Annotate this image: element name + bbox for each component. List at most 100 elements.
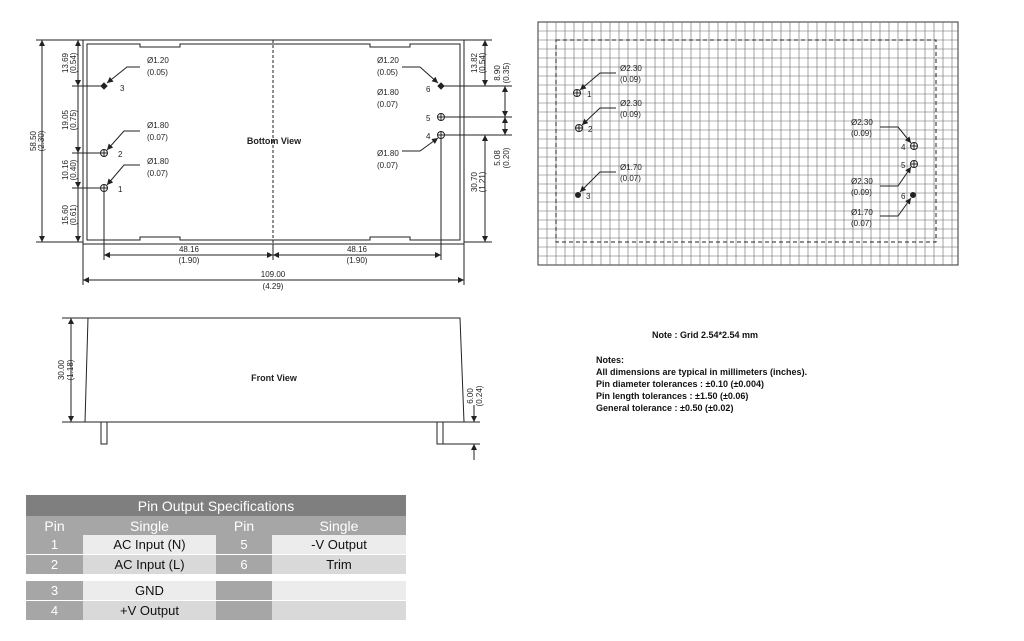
pin-1-number: 1 <box>118 185 123 194</box>
pin-5-diameter-in: (0.07) <box>377 100 398 109</box>
grid-pin-3-diameter-in: (0.07) <box>620 174 641 183</box>
notes-line: All dimensions are typical in millimeter… <box>596 367 808 377</box>
grid-view-labels: 1 Ø2.30 (0.09) 2 Ø2.30 (0.09) 3 Ø1.70 (0… <box>586 64 906 228</box>
pin-6-diameter-in: (0.05) <box>377 68 398 77</box>
grid-pin-6-number: 6 <box>901 192 906 201</box>
table-cell <box>272 580 406 601</box>
front-pin-left <box>100 421 108 445</box>
front-pin-length-in: (0.24) <box>475 385 484 406</box>
notes-block: Notes: All dimensions are typical in mil… <box>596 354 807 414</box>
pin-4-diameter-in: (0.07) <box>377 161 398 170</box>
dim-left-mid-in: (0.75) <box>69 109 78 130</box>
table-header: Single <box>83 516 216 535</box>
grid-pin-5-mark <box>910 160 918 168</box>
table-row: 4 +V Output <box>26 600 406 621</box>
table-cell: -V Output <box>272 535 406 555</box>
grid-note: Note : Grid 2.54*2.54 mm <box>652 330 759 340</box>
pin-1-diameter: Ø1.80 <box>147 157 169 166</box>
dim-total-width-in: (4.29) <box>263 282 284 291</box>
dim-total-width: 109.00 <box>261 270 286 279</box>
dim-right-89: 8.90 <box>493 65 502 81</box>
bottom-view <box>36 39 512 285</box>
table-cell: 3 <box>26 580 83 601</box>
pin-6-mark <box>437 82 445 90</box>
table-cell: +V Output <box>83 600 216 621</box>
grid-pin-1-diameter-in: (0.09) <box>620 75 641 84</box>
table-header: Single <box>272 516 406 535</box>
dim-right-508-in: (0.20) <box>502 147 511 168</box>
table-title: Pin Output Specifications <box>26 495 406 516</box>
dim-left-bot-in: (0.61) <box>69 204 78 225</box>
dim-bot-left-in: (1.90) <box>179 256 200 265</box>
grid-pin-1-diameter: Ø2.30 <box>620 64 642 73</box>
pin-6-number: 6 <box>426 85 431 94</box>
dim-left-top: 13.69 <box>61 52 70 73</box>
table-row: 1 AC Input (N) 5 -V Output <box>26 535 406 555</box>
pin-3-mark <box>100 82 108 90</box>
pin-3-number: 3 <box>120 84 125 93</box>
grid-pin-5-number: 5 <box>901 161 906 170</box>
front-view-title: Front View <box>251 373 298 383</box>
table-row: 2 AC Input (L) 6 Trim <box>26 554 406 575</box>
front-height-in: (1.18) <box>66 359 75 380</box>
front-view-outline <box>84 317 465 423</box>
pin-output-table: Pin Output Specifications Pin Single Pin… <box>26 495 406 621</box>
table-cell: AC Input (N) <box>83 535 216 555</box>
grid-pin-1-number: 1 <box>587 90 592 99</box>
grid-pin-5-diameter: Ø2.30 <box>851 177 873 186</box>
dim-right-top: 13.82 <box>470 52 479 73</box>
table-cell: 1 <box>26 535 83 555</box>
grid-pin-6-mark <box>910 192 916 198</box>
table-cell <box>216 600 272 621</box>
bottom-view-inner-outline <box>86 43 461 241</box>
dim-bot-left: 48.16 <box>179 245 200 254</box>
grid-pin-5-diameter-in: (0.09) <box>851 188 872 197</box>
dim-bot-right-in: (1.90) <box>347 256 368 265</box>
table-cell: Trim <box>272 554 406 575</box>
pin-1-mark <box>100 184 108 192</box>
grid-lines <box>538 22 958 265</box>
front-height: 30.00 <box>57 359 66 380</box>
grid-frame <box>537 21 959 266</box>
notes-title: Notes: <box>596 355 625 365</box>
table-header: Pin <box>26 516 83 535</box>
table-cell: GND <box>83 580 216 601</box>
grid-module-outline <box>555 39 937 243</box>
dim-right-3070: 30.70 <box>470 171 479 192</box>
pin-4-diameter: Ø1.80 <box>377 149 399 158</box>
dim-left-mid: 19.05 <box>61 109 70 130</box>
dim-right-3070-in: (1.21) <box>478 171 487 192</box>
pin-5-mark <box>437 113 445 121</box>
front-pin-right <box>436 421 444 445</box>
pin-2-diameter-in: (0.07) <box>147 133 168 142</box>
dim-left-total: 58.50 <box>29 130 38 151</box>
table-row: 3 GND <box>26 580 406 601</box>
dim-left-bot: 15.60 <box>61 204 70 225</box>
pin-2-diameter: Ø1.80 <box>147 121 169 130</box>
pin-5-diameter: Ø1.80 <box>377 88 399 97</box>
grid-pin-2-diameter-in: (0.09) <box>620 110 641 119</box>
pin-4-number: 4 <box>426 132 431 141</box>
grid-pin-4-number: 4 <box>901 143 906 152</box>
grid-pin-3-mark <box>575 192 581 198</box>
front-view <box>62 317 480 460</box>
grid-pin-4-diameter: Ø2.30 <box>851 118 873 127</box>
table-cell <box>216 580 272 601</box>
dim-right-top-in: (0.54) <box>478 52 487 73</box>
pin-5-number: 5 <box>426 114 431 123</box>
front-view-labels: Front View 30.00 (1.18) 6.00 (0.24) <box>57 359 484 406</box>
dim-left-total-in: (2.30) <box>37 130 46 151</box>
dim-left-low-in: (0.40) <box>69 159 78 180</box>
dim-left-low: 10.16 <box>61 159 70 180</box>
grid-pin-6-diameter-in: (0.07) <box>851 219 872 228</box>
pin-2-mark <box>100 149 108 157</box>
grid-pin-2-number: 2 <box>588 125 593 134</box>
grid-view: 1 Ø2.30 (0.09) 2 Ø2.30 (0.09) 3 Ø1.70 (0… <box>537 21 959 266</box>
table-cell: 4 <box>26 600 83 621</box>
pin-3-diameter: Ø1.20 <box>147 56 169 65</box>
table-cell: AC Input (L) <box>83 554 216 575</box>
grid-pin-2-diameter: Ø2.30 <box>620 99 642 108</box>
grid-pin-6-diameter: Ø1.70 <box>851 208 873 217</box>
dim-right-508: 5.08 <box>493 150 502 166</box>
